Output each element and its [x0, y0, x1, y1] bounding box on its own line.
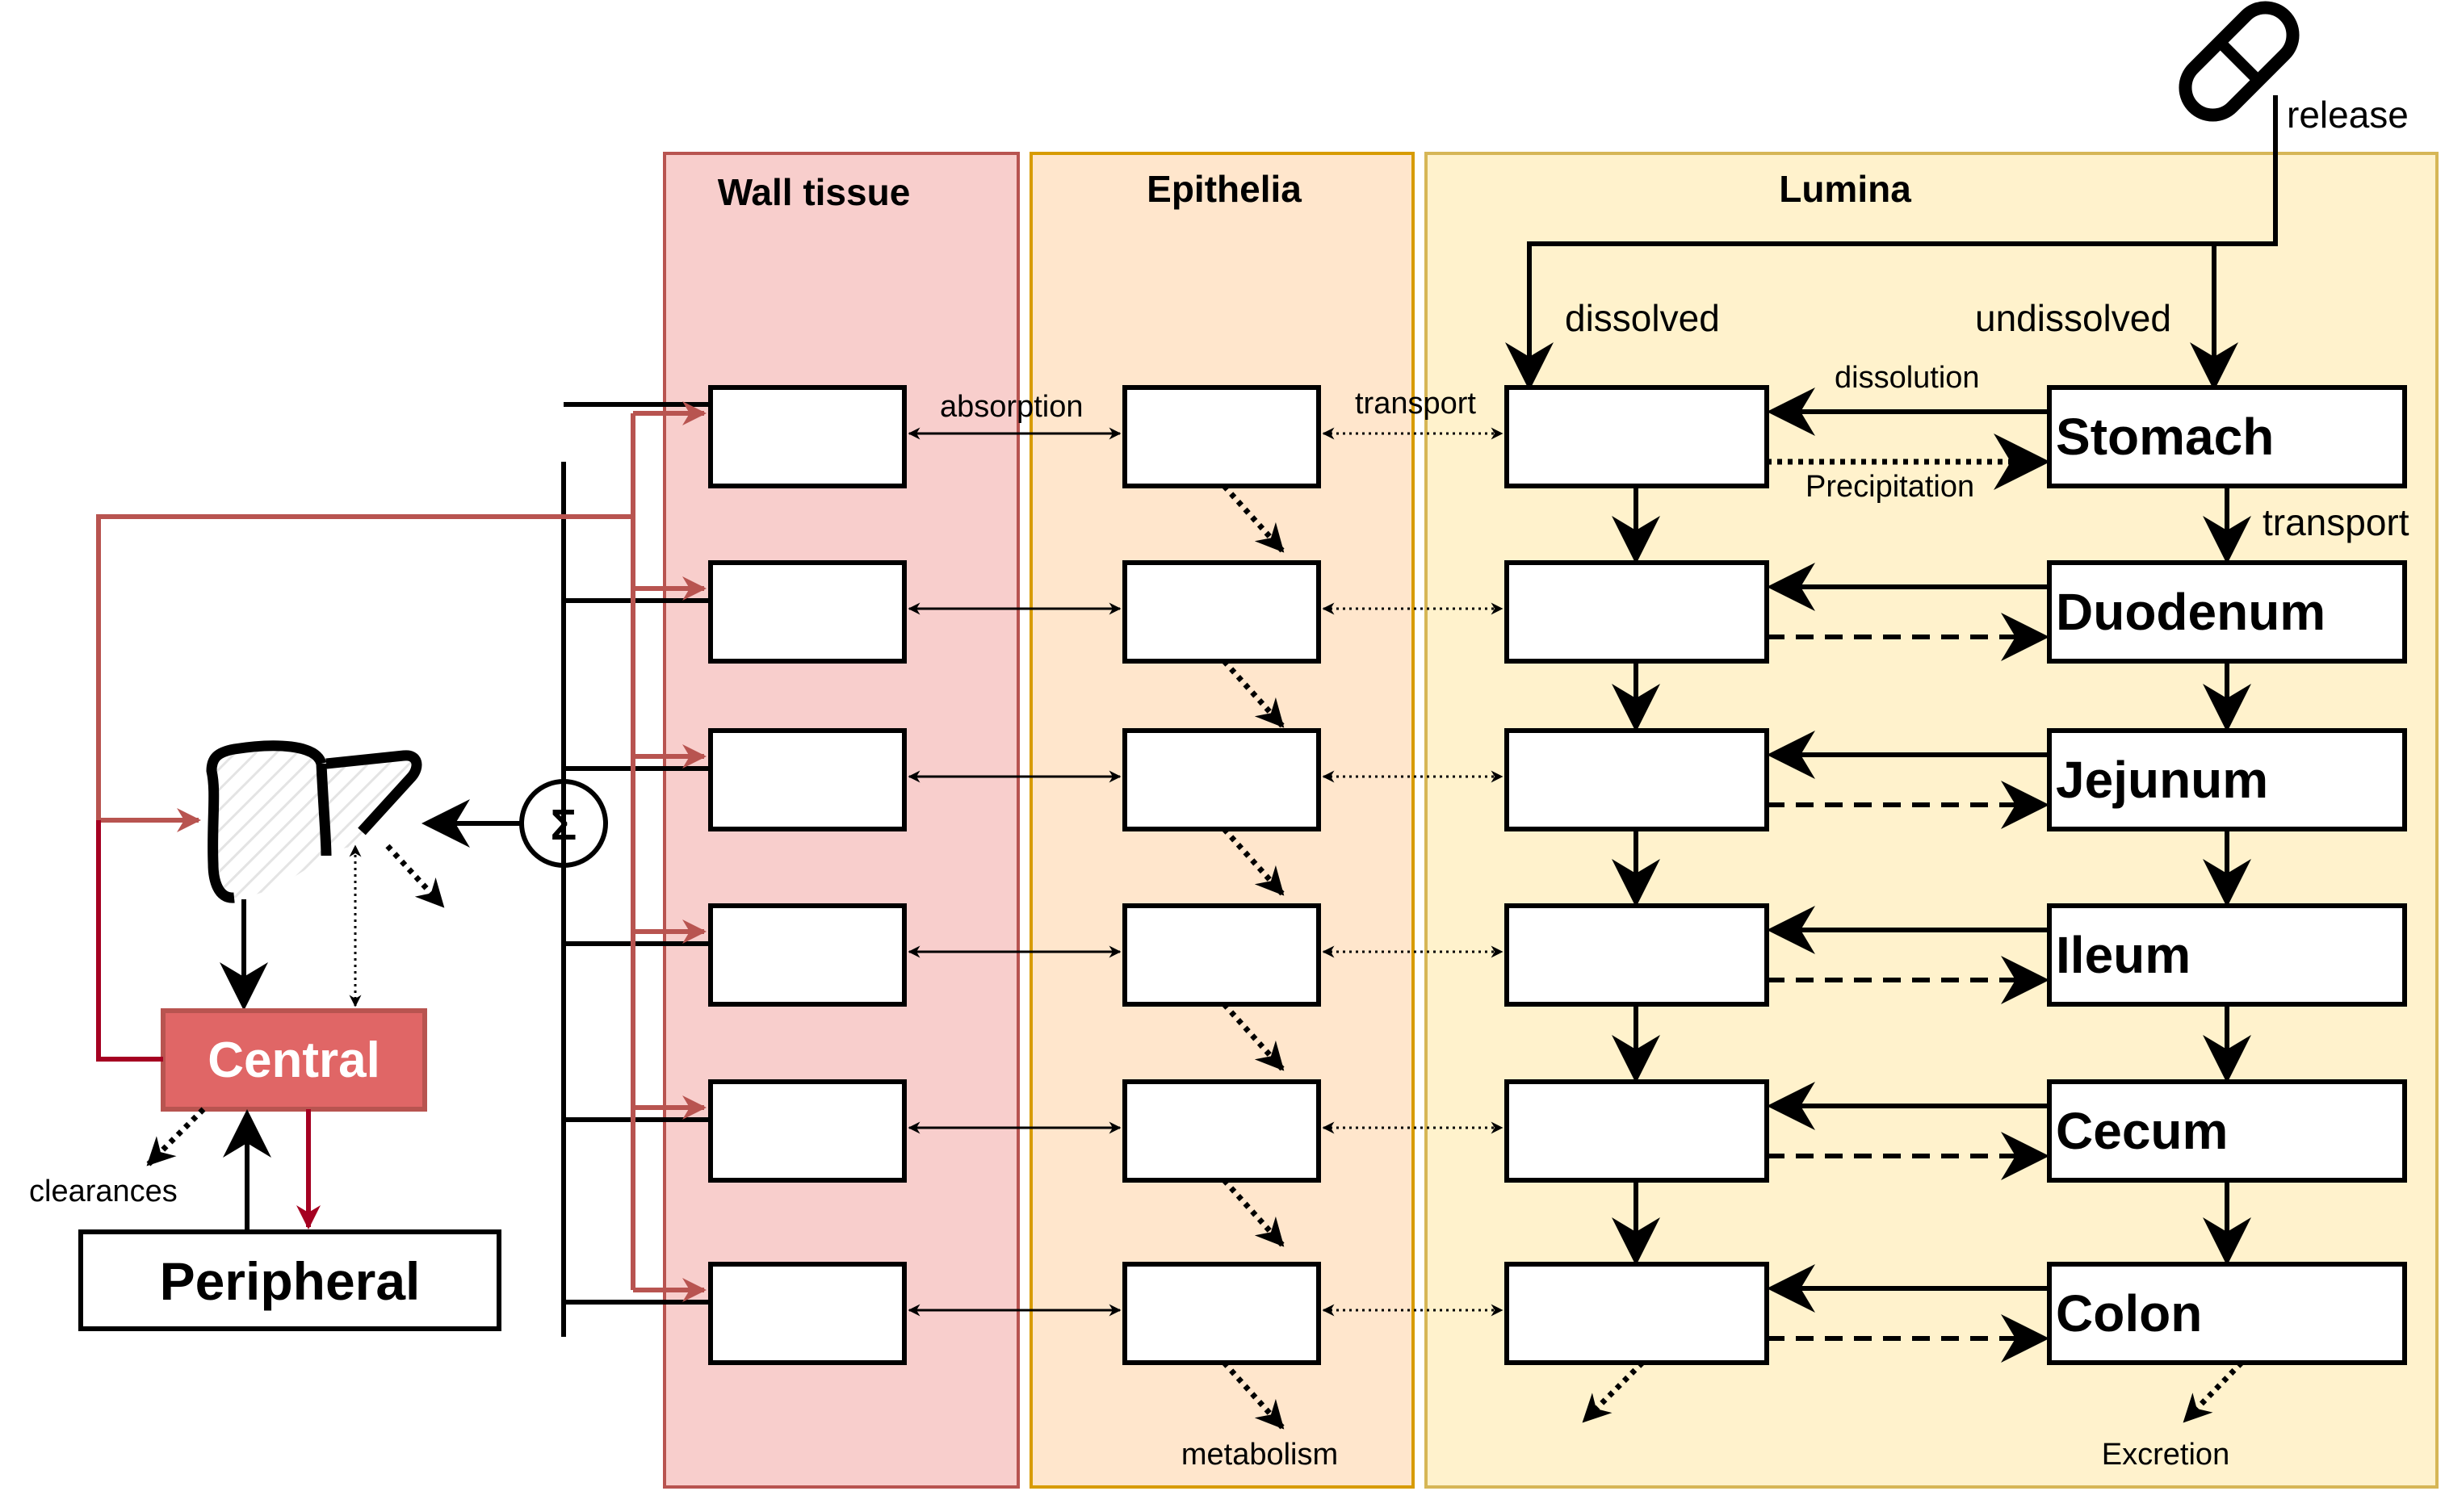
- pill-icon: [2179, 1, 2300, 122]
- epithelia-box: [1122, 903, 1321, 1007]
- wall-tissue-box: [708, 728, 907, 831]
- epithelia-box: [1122, 385, 1321, 488]
- metabolism-arrow: [1222, 484, 1285, 553]
- wall-tissue-box: [708, 1262, 907, 1365]
- precipitation-label: Precipitation: [1805, 470, 1974, 504]
- excretion-label: Excretion: [2102, 1438, 2229, 1472]
- metabolism-arrow: [1222, 1178, 1285, 1247]
- dissolved-box: [1504, 728, 1769, 831]
- undissolved-box: [2047, 1079, 2407, 1183]
- release-label: release: [2287, 94, 2409, 136]
- absorption-label: absorption: [940, 390, 1083, 424]
- epithelia-box: [1122, 1262, 1321, 1365]
- lumen-transport-label: transport: [2263, 501, 2409, 543]
- wall-tissue-box: [708, 1079, 907, 1183]
- epithelia-box: [1122, 560, 1321, 664]
- liver-icon: [206, 740, 422, 903]
- wall-tissue-box: [708, 903, 907, 1007]
- segment-label: Stomach: [2056, 408, 2274, 466]
- wall-tissue-header: Wall tissue: [718, 171, 911, 213]
- undissolved-label: undissolved: [1975, 297, 2171, 339]
- epithelia-header: Epithelia: [1147, 168, 1302, 210]
- metabolism-arrow: [1222, 659, 1285, 728]
- segment-label: Jejunum: [2056, 751, 2268, 809]
- dissolved-label: dissolved: [1565, 297, 1720, 339]
- segment-label: Colon: [2056, 1284, 2202, 1342]
- undissolved-box: [2047, 728, 2407, 831]
- lumina-header: Lumina: [1779, 168, 1911, 210]
- dissolved-box: [1504, 385, 1769, 488]
- dissolved-box: [1504, 1262, 1769, 1365]
- dissolved-box: [1504, 1079, 1769, 1183]
- peripheral-compartment: [78, 1229, 501, 1331]
- wall-tissue-box: [708, 560, 907, 664]
- undissolved-box: [2047, 903, 2407, 1007]
- segment-label: Ileum: [2056, 926, 2191, 984]
- dissolution-label: dissolution: [1835, 361, 1980, 395]
- metabolism-arrow: [1222, 827, 1285, 896]
- central-compartment: [161, 1008, 427, 1112]
- undissolved-box: [2047, 1262, 2407, 1365]
- metabolism-label: metabolism: [1181, 1438, 1338, 1472]
- dissolved-box: [1504, 560, 1769, 664]
- peripheral-label: Peripheral: [160, 1251, 421, 1311]
- segment-label: Duodenum: [2056, 583, 2325, 641]
- undissolved-box: [2047, 560, 2407, 664]
- metabolism-arrow: [1222, 1360, 1285, 1430]
- dissolved-box: [1504, 903, 1769, 1007]
- epithelia-box: [1122, 728, 1321, 831]
- epithelia-box: [1122, 1079, 1321, 1183]
- wall-tissue-box: [708, 385, 907, 488]
- undissolved-excretion-arrow: [2183, 1360, 2244, 1423]
- clearances-label: clearances: [29, 1175, 178, 1208]
- epithelia-transport-label: transport: [1355, 387, 1476, 421]
- segment-label: Cecum: [2056, 1102, 2228, 1160]
- metabolism-arrow: [1222, 1002, 1285, 1071]
- central-label: Central: [208, 1032, 380, 1088]
- dissolved-excretion-arrow: [1582, 1360, 1645, 1423]
